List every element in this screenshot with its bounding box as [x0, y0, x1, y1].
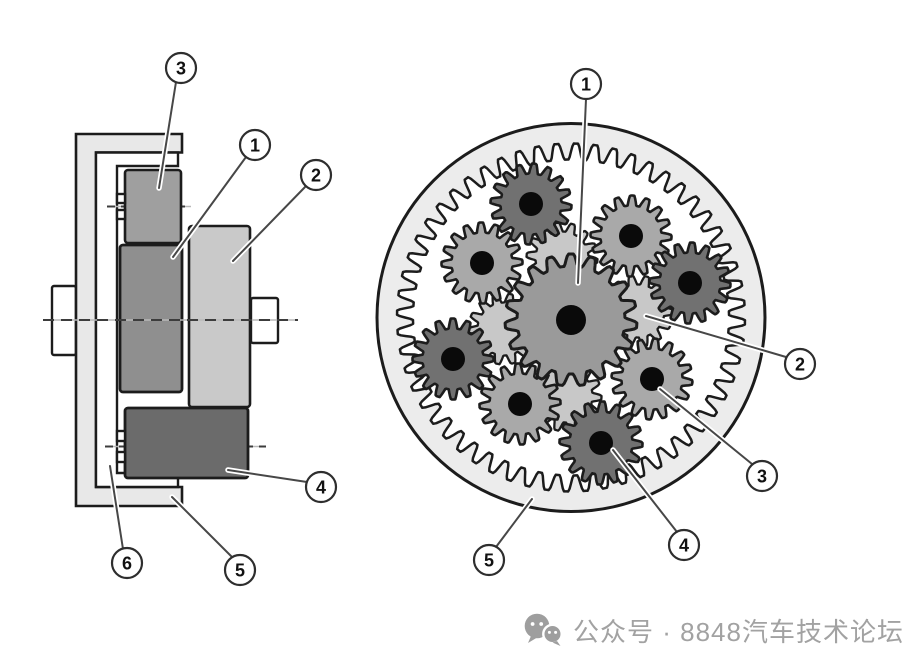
planet-hub [470, 251, 494, 275]
callout-front-2: 2 [783, 347, 817, 381]
leader-front-3 [659, 388, 753, 465]
leader-front-4 [612, 449, 678, 533]
callout-label: 3 [176, 59, 186, 79]
callout-front-5: 5 [472, 543, 506, 577]
callouts: 3 1 2 4 6 5 1 2 [110, 51, 817, 587]
front-view [375, 122, 767, 513]
callout-side-6: 6 [110, 546, 144, 580]
callout-label: 1 [581, 75, 591, 95]
lower-planet-section [123, 406, 250, 480]
sun-gear-section [118, 243, 184, 394]
spline-notch [115, 429, 127, 443]
leader-side-2 [232, 185, 307, 262]
planet-hub [678, 271, 702, 295]
spline-notch [115, 450, 127, 464]
planet-hub [441, 347, 465, 371]
leader-side-6 [109, 465, 124, 550]
callout-label: 4 [679, 536, 689, 556]
wechat-official-account-icon [524, 613, 563, 646]
callout-label: 2 [795, 355, 805, 375]
planet-hub [589, 431, 613, 455]
planet-hub [519, 192, 543, 216]
leader-lines [107, 79, 789, 560]
callout-label: 5 [235, 561, 245, 581]
upper-planet-section [123, 168, 183, 245]
leader-side-1 [172, 156, 247, 258]
callout-front-4: 4 [667, 528, 701, 562]
sun-gear-hub [556, 305, 586, 335]
callout-side-1: 1 [238, 128, 272, 162]
callout-label: 4 [316, 478, 326, 498]
watermark: 公众号 · 8848汽车技术论坛 [524, 611, 902, 649]
leader-side-4 [227, 469, 308, 483]
planet-carrier [94, 151, 180, 489]
leader-side-3 [158, 81, 177, 189]
callout-side-5: 5 [223, 553, 257, 587]
side-section-view [43, 132, 298, 508]
callout-front-1: 1 [569, 67, 603, 101]
callout-side-2: 2 [299, 158, 333, 192]
callout-label: 2 [311, 166, 321, 186]
leader-side-5 [171, 496, 233, 558]
planet-hub [508, 392, 532, 416]
spline-notch [115, 208, 127, 221]
planet-hub [640, 367, 664, 391]
leader-front-1 [577, 98, 587, 284]
callout-label: 3 [757, 467, 767, 487]
spline-notch [115, 192, 127, 205]
watermark-text: 公众号 · 8848汽车技术论坛 [573, 616, 902, 647]
callout-label: 6 [122, 554, 132, 574]
callout-front-3: 3 [745, 459, 779, 493]
leader-front-5 [495, 498, 533, 548]
leader-front-2 [645, 315, 787, 358]
callout-label: 1 [250, 136, 260, 156]
planet-hub [619, 224, 643, 248]
callout-side-4: 4 [304, 470, 338, 504]
callout-label: 5 [484, 551, 494, 571]
callout-side-3: 3 [164, 51, 198, 85]
